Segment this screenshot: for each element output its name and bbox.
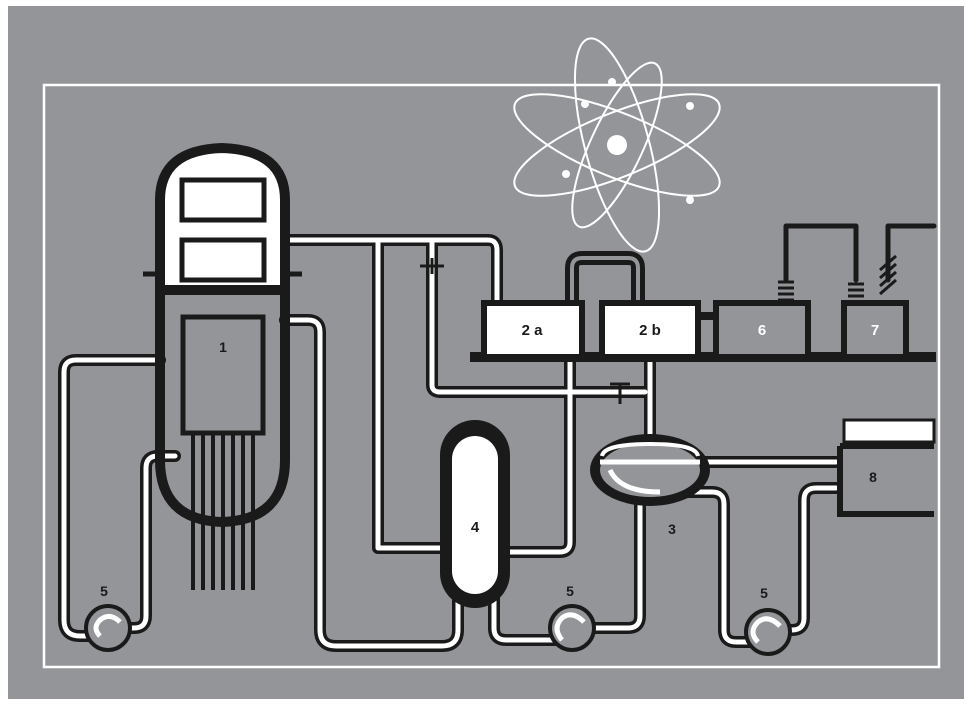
inner-frame (42, 83, 941, 669)
atom-icon (513, 37, 721, 253)
pump-right: 5 (744, 585, 792, 656)
valves (420, 258, 630, 404)
pump-left: 5 (84, 583, 132, 652)
label-generator: 6 (758, 322, 766, 339)
label-turbine-2a: 2 a (522, 322, 544, 339)
reactor-core (180, 314, 266, 436)
reactor-vessel: 1 (143, 142, 302, 590)
generator-coil-icon (778, 280, 794, 302)
steam-dome-lower (179, 237, 267, 283)
pump-middle: 5 (548, 583, 596, 652)
label-pump-middle: 5 (566, 583, 574, 599)
steam-dome-upper (179, 177, 267, 223)
label-pump-left: 5 (100, 583, 108, 599)
steam-separator: 4 (440, 420, 510, 608)
label-cooling-unit: 8 (869, 469, 877, 485)
generator: 6 (713, 280, 811, 360)
control-rods (191, 433, 255, 590)
pipes (58, 223, 937, 652)
label-reactor: 1 (219, 339, 227, 355)
label-steam-separator: 4 (471, 519, 480, 536)
transformer: 7 (841, 254, 909, 360)
turbine-shaft (470, 352, 936, 362)
label-condenser: 3 (668, 521, 676, 537)
cooling-unit: 8 (837, 418, 936, 517)
turbine-2b: 2 b (599, 300, 701, 360)
condenser: 3 (590, 434, 710, 537)
transformer-coil-icon (848, 254, 897, 298)
turbine-2a: 2 a (481, 300, 585, 360)
label-transformer: 7 (871, 322, 879, 339)
label-turbine-2b: 2 b (639, 322, 661, 339)
label-pump-right: 5 (760, 585, 768, 601)
